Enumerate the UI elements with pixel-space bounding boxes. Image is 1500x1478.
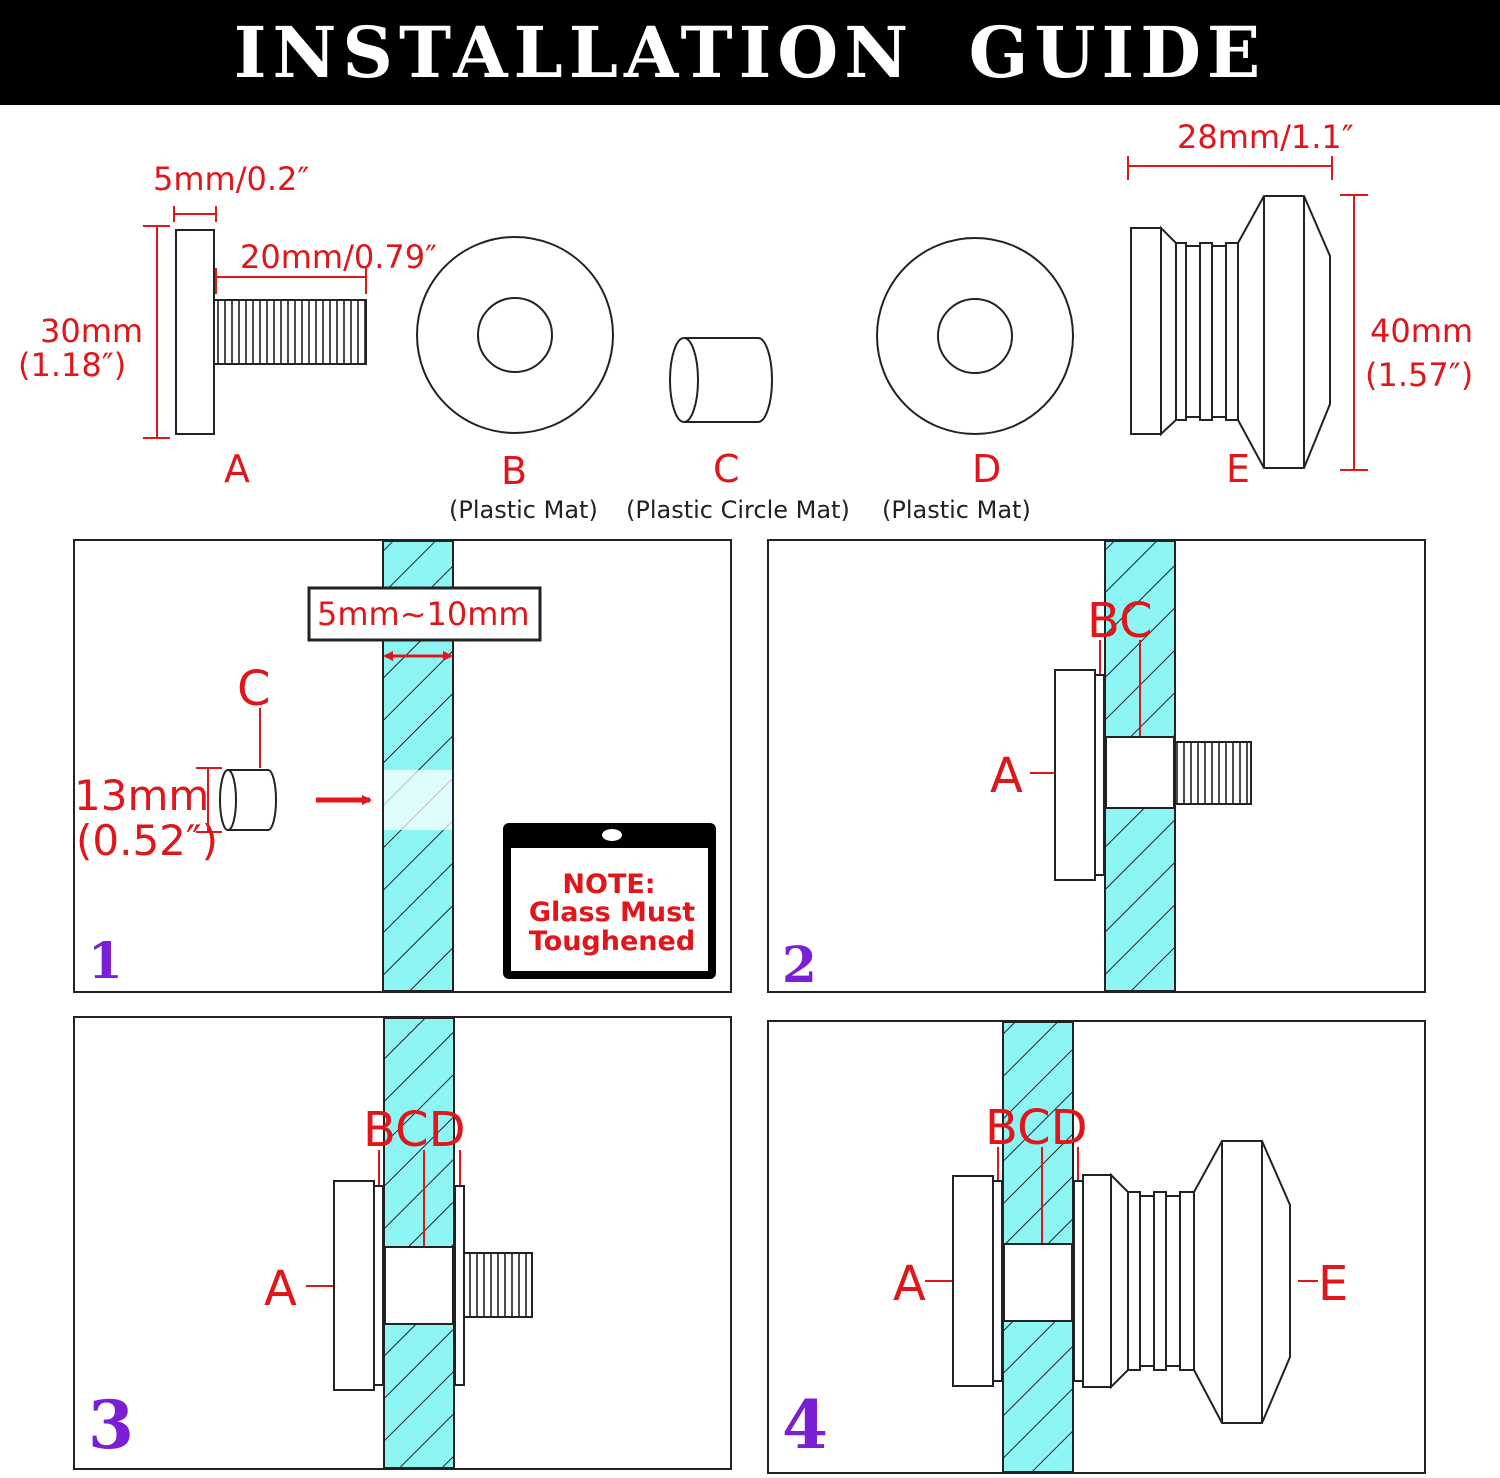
step-1-number: 1: [88, 931, 123, 990]
part-a-head: [175, 229, 215, 435]
part-d: D (Plastic Mat): [876, 237, 1074, 524]
step-1-thickness-box: [307, 586, 542, 642]
part-c-body: [684, 337, 773, 423]
part-a-dim-height-mm: 30mm: [40, 312, 143, 350]
step-3-label-a: A: [264, 1261, 297, 1317]
part-b: B (Plastic Mat): [416, 236, 614, 524]
step-2-number: 2: [782, 935, 817, 994]
part-e-dim-height-mm: 40mm: [1370, 312, 1473, 350]
part-c-letter: C: [713, 447, 740, 491]
part-c: C (Plastic Circle Mat): [626, 337, 850, 524]
step-1-hole-in: (0.52″): [76, 816, 218, 865]
step-2-label-a: A: [990, 748, 1023, 804]
step-4-knob: [1082, 1140, 1291, 1424]
part-e: [1130, 195, 1331, 469]
part-a-dim-height-in: (1.18″): [18, 346, 126, 384]
part-b-caption: (Plastic Mat): [449, 496, 598, 524]
part-b-hole: [477, 297, 553, 373]
step-3-glass: [383, 1017, 455, 1469]
part-e-dim-height-in: (1.57″): [1365, 356, 1473, 394]
part-a-letter: A: [224, 447, 250, 491]
step-3-panel: BCD A 3: [73, 1016, 732, 1470]
step-1-note-line1: Glass Must: [529, 897, 695, 928]
part-e-dim-lines: [1127, 156, 1368, 471]
part-a-dim-lines: [143, 206, 367, 439]
step-1-note-title: NOTE:: [562, 869, 655, 900]
step-1-hole-mm: 13mm: [74, 771, 209, 820]
part-c-face: [669, 337, 699, 423]
part-a-dim-thread: 20mm/0.79″: [240, 238, 437, 276]
part-d-hole: [937, 298, 1013, 374]
step-1-panel: 5mm~10mm C 13mm (0.52″) NOTE: Glass Must…: [73, 539, 732, 993]
part-d-letter: D: [972, 447, 1001, 491]
step-3-number: 3: [88, 1386, 134, 1464]
step-4-label-e: E: [1318, 1256, 1348, 1312]
part-b-letter: B: [501, 449, 527, 493]
part-c-caption: (Plastic Circle Mat): [626, 496, 850, 524]
part-a-thread: [213, 299, 367, 365]
step-4-panel: BCD A E 4: [767, 1020, 1426, 1474]
step-1-note-line2: Toughened: [529, 926, 695, 957]
part-d-caption: (Plastic Mat): [882, 496, 1031, 524]
step-3-label-bcd: BCD: [363, 1102, 466, 1158]
step-1-thickness: 5mm~10mm: [317, 595, 530, 633]
part-a: 5mm/0.2″ 20mm/0.79″ 30mm (1.18″) A: [18, 160, 437, 491]
step-1-hole: [384, 770, 452, 830]
step-1-part-label: C: [237, 661, 271, 717]
header-bar: INSTALLATION GUIDE: [0, 0, 1500, 105]
step-2-panel: BC A 2: [767, 539, 1426, 994]
part-e-dim-length: 28mm/1.1″: [1177, 118, 1354, 156]
step-4-number: 4: [782, 1386, 828, 1464]
step-4-label-a: A: [893, 1256, 926, 1312]
step-4-label-bcd: BCD: [985, 1100, 1088, 1156]
step-2-label-bc: BC: [1087, 593, 1153, 649]
part-e-letter: E: [1226, 447, 1250, 491]
part-a-dim-head: 5mm/0.2″: [153, 160, 309, 198]
page-title: INSTALLATION GUIDE: [233, 11, 1267, 94]
